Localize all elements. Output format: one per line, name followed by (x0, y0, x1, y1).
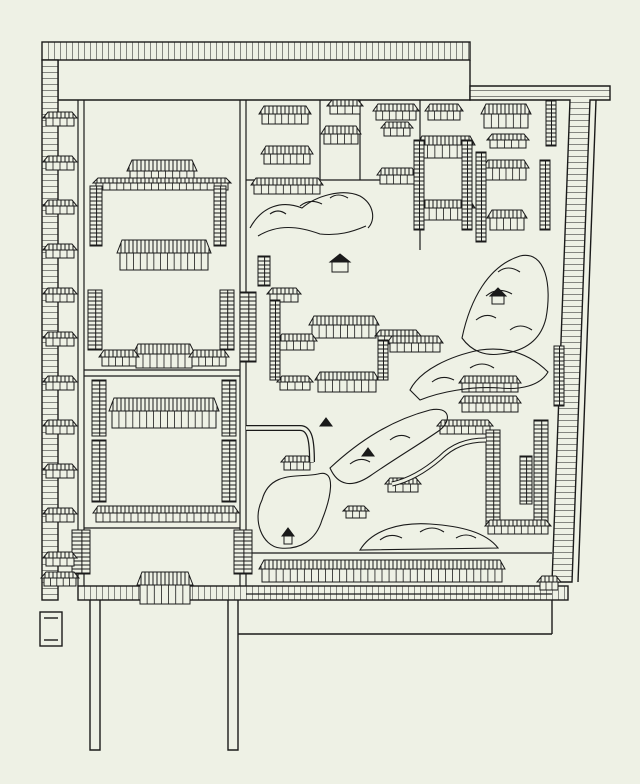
east-hall-3 (482, 159, 530, 181)
north-hall-4 (320, 125, 362, 145)
garden-corridor-east (377, 339, 389, 381)
rockery-northwest (249, 192, 374, 237)
west-range-building (41, 155, 79, 171)
east-garden-corridor-outer (533, 419, 549, 529)
south-approach (89, 600, 101, 751)
side-hall-east-4 (221, 379, 237, 437)
east-side-hall-2 (475, 151, 487, 243)
east-wall-gatehouse (553, 345, 565, 407)
tower-complex-side-west (413, 139, 425, 231)
side-hall-west-1 (89, 185, 103, 247)
garden-hall-west (276, 333, 318, 351)
west-range-building (41, 419, 79, 435)
gate-tower (39, 611, 63, 647)
east-hall-2 (485, 133, 531, 149)
north-wall-inner (57, 60, 471, 101)
rockery-ridge (329, 408, 448, 485)
hall-row-left (98, 349, 140, 367)
east-garden-hall-2 (458, 395, 522, 413)
courtyard-wall-north (91, 177, 233, 191)
hall-row-right (188, 349, 230, 367)
north-hall-5 (325, 99, 365, 115)
rockery-central (409, 348, 549, 401)
side-hall-west-2 (87, 289, 103, 351)
south-gate-hall (136, 571, 194, 605)
side-hall-west-3 (91, 379, 107, 437)
north-hall-7 (379, 121, 415, 137)
west-range-building (41, 463, 79, 479)
buildings-layer (39, 99, 565, 605)
west-range-building (41, 551, 79, 567)
southeast-corner-building (535, 575, 563, 591)
east-garden-hall-3 (435, 419, 495, 435)
west-range-building (41, 243, 79, 259)
garden (246, 192, 549, 551)
east-garden-corridor (485, 429, 501, 525)
north-hall-6 (372, 103, 420, 121)
tower-complex-side-east (461, 139, 473, 231)
pavilion-garden (281, 417, 375, 545)
east-hall-1 (480, 103, 532, 129)
south-wall (77, 585, 569, 601)
pavilion-small (328, 253, 352, 273)
west-range-building (41, 287, 79, 303)
north-wall (41, 41, 471, 61)
side-hall-east-1 (213, 185, 227, 247)
east-garden-hall-south (483, 519, 553, 535)
garden-hall-pond-north (279, 455, 315, 471)
courtyard-south-row (92, 505, 240, 523)
garden-pavilion-south (341, 505, 371, 519)
east-hall-4 (486, 209, 528, 231)
garden-hall-far-east (386, 335, 444, 353)
west-range-building (41, 199, 79, 215)
north-hall-3 (250, 177, 324, 195)
east-garden-side (519, 455, 533, 505)
west-range-building (41, 331, 79, 347)
inner-walls (77, 100, 552, 595)
west-range-building (41, 507, 79, 523)
north-hall-1 (258, 105, 312, 125)
garden-hall-south-west (275, 375, 315, 391)
garden-pavilion-west (265, 287, 303, 303)
east-side-hall-3 (539, 159, 551, 231)
east-side-hall-1 (545, 99, 557, 147)
garden-main-hall (308, 315, 380, 339)
main-hall-middle (116, 239, 212, 271)
side-hall-east-5 (221, 439, 237, 503)
covered-walkway (391, 437, 487, 487)
east-wall (469, 85, 611, 583)
side-hall-west-4 (91, 439, 107, 503)
gate-side-west (71, 529, 91, 575)
pond (257, 472, 332, 549)
rockery-south (359, 523, 500, 551)
outer-walls (39, 41, 611, 751)
hall-row-middle (132, 343, 196, 369)
side-hall-east-3 (239, 291, 257, 363)
main-hall-grand (108, 397, 220, 429)
gate-side-east (233, 529, 253, 575)
south-long-range (258, 559, 506, 583)
north-hall-8 (376, 167, 418, 185)
west-range-building (41, 111, 79, 127)
side-hall-east-2 (219, 289, 235, 351)
north-hall-9 (424, 103, 464, 121)
garden-hall-south (314, 371, 380, 393)
pavilion-hexagonal (488, 287, 508, 305)
east-garden-hall-1 (458, 375, 522, 393)
garden-corridor-west (269, 299, 281, 381)
north-hall-2 (260, 145, 314, 165)
west-range-building (41, 375, 79, 391)
garden-small-hall (257, 255, 271, 287)
rockery-east (461, 254, 549, 356)
west-range-building (39, 571, 81, 587)
